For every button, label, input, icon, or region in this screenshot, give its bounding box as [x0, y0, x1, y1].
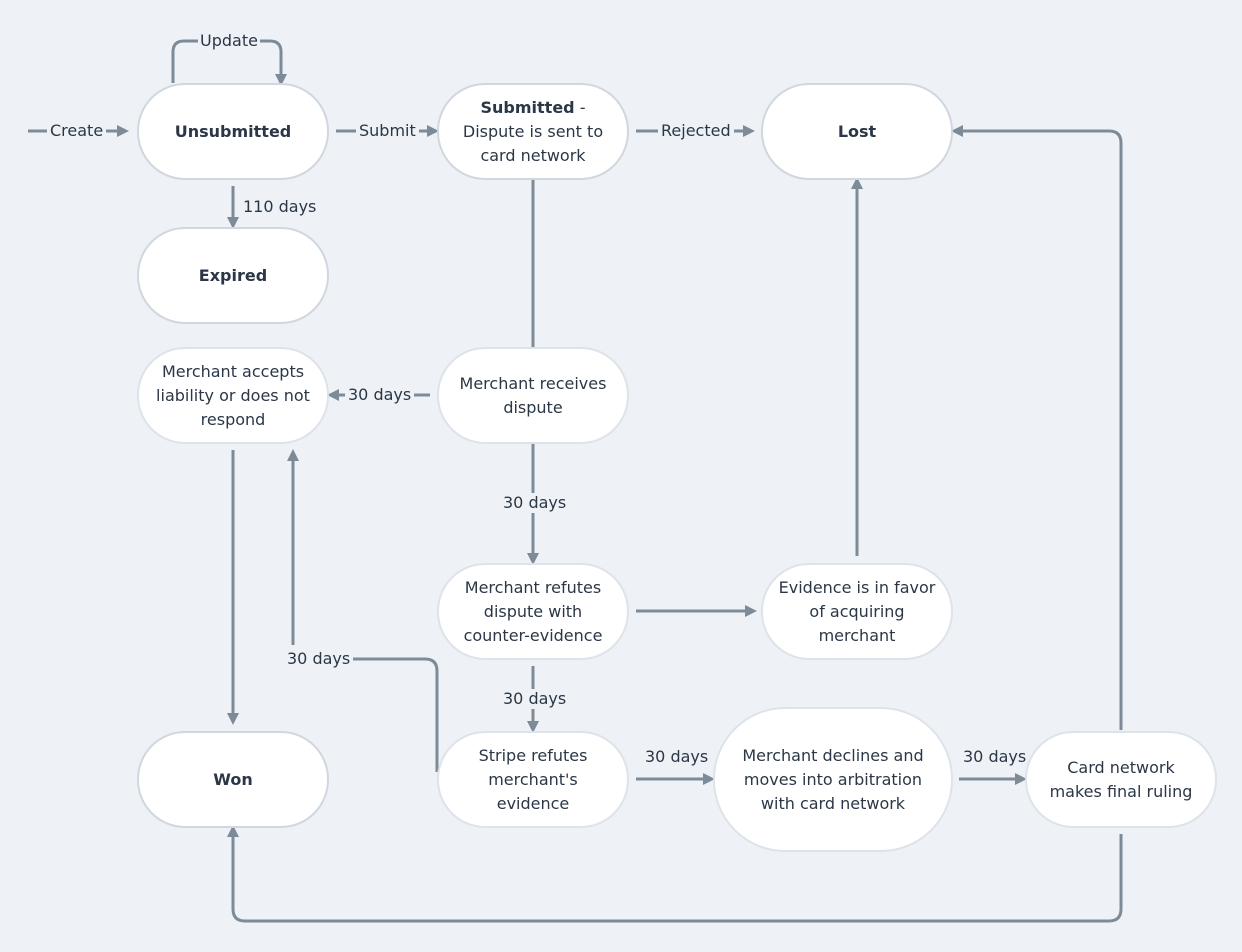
edge-label-rejected: Rejected [658, 121, 734, 141]
node-unsubmitted: Unsubmitted [137, 83, 329, 180]
node-card-network: Card network makes final ruling [1025, 731, 1217, 828]
node-merchant-receives-label: Merchant receives dispute [459, 373, 607, 417]
node-submitted-bold: Submitted [480, 97, 575, 117]
node-expired: Expired [137, 227, 329, 324]
node-submitted-rest: - Dispute is sent to card network [462, 97, 604, 165]
edge-card-to-won [227, 825, 1123, 923]
edge-label-110-days: 110 days [243, 197, 317, 217]
edge-label-30-days-accepts: 30 days [345, 385, 415, 405]
node-unsubmitted-label: Unsubmitted [174, 121, 292, 141]
edge-stripe-loop-to-accepts [293, 452, 439, 772]
edge-label-30-days-refutes: 30 days [500, 493, 570, 513]
node-expired-label: Expired [198, 265, 268, 285]
edge-label-update: Update [198, 31, 260, 51]
node-won: Won [137, 731, 329, 828]
node-submitted: Submitted - Dispute is sent to card netw… [437, 83, 629, 180]
node-merchant-declines: Merchant declines and moves into arbitra… [713, 707, 953, 852]
edge-label-submit: Submit [356, 121, 419, 141]
node-stripe-refutes-label: Stripe refutes merchant's evidence [478, 745, 588, 813]
edge-label-30-days-stripe: 30 days [500, 689, 570, 709]
edge-label-30-days-ruling: 30 days [963, 747, 1027, 766]
node-evidence-favor: Evidence is in favor of acquiring mercha… [761, 563, 953, 660]
node-lost-label: Lost [837, 121, 877, 141]
node-merchant-declines-label: Merchant declines and moves into arbitra… [742, 745, 924, 813]
node-merchant-accepts: Merchant accepts liability or does not r… [137, 347, 329, 444]
node-merchant-accepts-label: Merchant accepts liability or does not r… [156, 361, 310, 429]
node-won-label: Won [213, 769, 253, 789]
edge-label-30-days-loop: 30 days [284, 649, 354, 669]
node-merchant-receives: Merchant receives dispute [437, 347, 629, 444]
edge-label-create: Create [47, 121, 107, 141]
edge-card-to-lost [951, 125, 1123, 730]
node-merchant-refutes: Merchant refutes dispute with counter-ev… [437, 563, 629, 660]
node-card-network-label: Card network makes final ruling [1049, 757, 1193, 801]
node-evidence-favor-label: Evidence is in favor of acquiring mercha… [778, 577, 936, 645]
node-stripe-refutes: Stripe refutes merchant's evidence [437, 731, 629, 828]
edge-label-30-days-arbitration: 30 days [645, 747, 709, 766]
node-lost: Lost [761, 83, 953, 180]
node-merchant-refutes-label: Merchant refutes dispute with counter-ev… [463, 577, 603, 645]
